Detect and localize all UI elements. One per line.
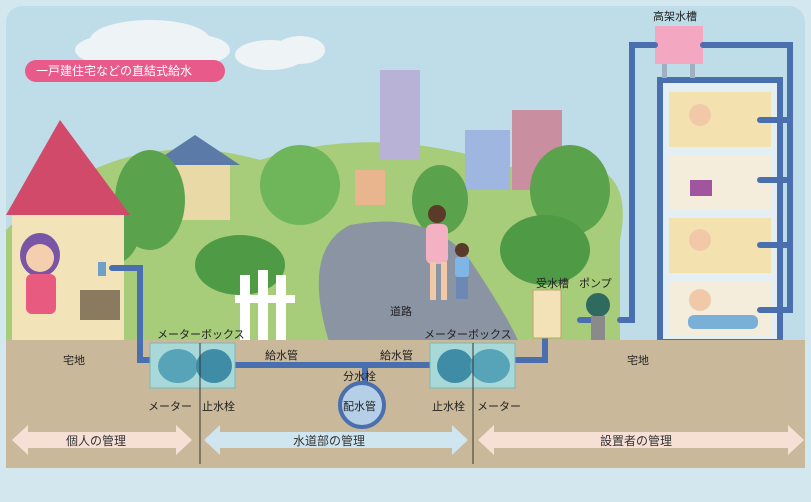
fence (235, 270, 295, 345)
clouds (75, 20, 325, 70)
residential-right-label: 宅地 (627, 353, 649, 367)
arrow-personal-label: 個人の管理 (66, 433, 126, 448)
pump (586, 293, 610, 317)
elevated-tank-label: 高架水槽 (653, 9, 697, 23)
road (318, 221, 520, 345)
distribution-main-label: 配水管 (343, 399, 376, 413)
arrow-personal (12, 425, 192, 455)
stop-valve-left-label: 止水栓 (202, 399, 235, 413)
title-badge (25, 60, 225, 82)
arrow-installer (478, 425, 804, 455)
meter-box-right-label: メーターボックス (424, 328, 512, 341)
meter-box-left-label: メーターボックス (157, 328, 245, 341)
receiving-tank-label: 受水槽 (536, 277, 569, 290)
receiving-tank (532, 289, 562, 339)
road-label: 道路 (390, 304, 412, 318)
arrow-installer-label: 設置者の管理 (600, 433, 672, 448)
residential-left-label: 宅地 (63, 353, 85, 367)
title-badge-label: 一戸建住宅などの直結式給水 (36, 63, 192, 78)
supply-pipe-right-label: 給水管 (380, 348, 413, 362)
meter-left-label: メーター (148, 400, 192, 413)
arrow-waterworks-label: 水道部の管理 (293, 433, 365, 448)
meter-right-label: メーター (477, 400, 521, 413)
apartment-building (657, 77, 783, 345)
left-house (6, 120, 130, 345)
people (426, 205, 469, 300)
distribution-main (338, 381, 386, 429)
elevated-tank (655, 26, 703, 64)
arrow-waterworks (204, 425, 468, 455)
supply-pipe-left-label: 給水管 (265, 348, 298, 362)
stop-valve-right-label: 止水栓 (432, 399, 465, 413)
pump-label: ポンプ (579, 277, 612, 290)
branch-valve-label: 分水栓 (343, 369, 376, 383)
